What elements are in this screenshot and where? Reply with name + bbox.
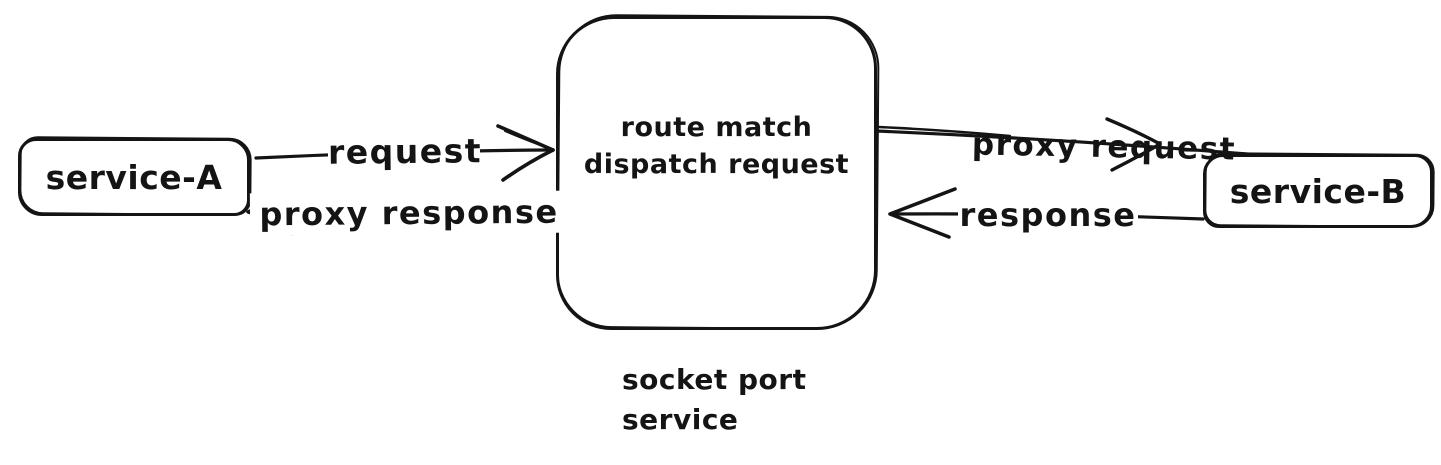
service-b-label: service-B — [1229, 171, 1407, 211]
router-title-line2: dispatch request — [583, 149, 850, 180]
service-b-node[interactable]: service-B — [1203, 154, 1433, 228]
router-caption-line1: socket port — [622, 363, 807, 396]
router-title-line1: route match — [620, 112, 813, 143]
service-a-label: service-A — [45, 157, 223, 197]
proxy-response-edge-label[interactable]: proxy response — [249, 190, 569, 236]
router-title: route match dispatch request — [559, 109, 874, 183]
request-edge-label[interactable]: request — [327, 130, 483, 174]
router-caption-line2: service — [622, 403, 739, 436]
proxy-request-edge-label[interactable]: proxy request — [971, 126, 1237, 168]
router-caption: socket port service — [622, 360, 806, 440]
service-a-node[interactable]: service-A — [18, 138, 250, 216]
response-edge-label[interactable]: response — [958, 194, 1138, 236]
router-node[interactable]: route match dispatch request — [556, 16, 877, 330]
